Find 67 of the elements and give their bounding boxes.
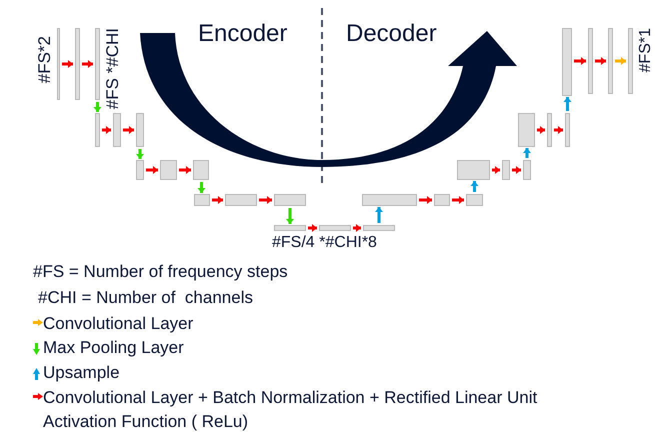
layer-box — [136, 160, 144, 180]
arrow — [212, 196, 223, 204]
legend-text: Convolutional Layer + Batch Normalization + Rectified Linear Unit Activation Function ( ReLu) — [43, 387, 538, 432]
layer-box — [160, 160, 177, 180]
legend-text: Max Pooling Layer — [43, 337, 185, 359]
layer-box — [136, 113, 144, 147]
layer-box — [95, 113, 100, 147]
layer-box — [193, 160, 209, 180]
arrow — [179, 166, 191, 174]
layer-box — [562, 28, 572, 96]
definition-text: #FS = Number of frequency steps — [33, 262, 288, 282]
arrow — [62, 60, 73, 68]
heading: Encoder — [198, 20, 288, 48]
dimension-label: #FS*1 — [637, 28, 654, 72]
dimension-label: #FS/4 *#CHI*8 — [272, 234, 377, 252]
layer-box — [523, 160, 531, 180]
layer-box — [95, 28, 100, 100]
layer-box — [547, 113, 552, 147]
layer-box — [628, 28, 633, 94]
layer-box — [274, 194, 306, 206]
dimension-label: #FS*2 — [36, 36, 53, 84]
arrow — [102, 126, 111, 134]
layer-box — [75, 28, 80, 100]
legend-text: Upsample — [43, 362, 121, 384]
layer-box — [502, 160, 510, 180]
arrow — [470, 181, 478, 192]
layer-box — [194, 194, 210, 206]
arrow — [286, 208, 294, 224]
arrow — [353, 224, 361, 232]
layer-box — [434, 194, 450, 206]
layer-box — [274, 225, 306, 231]
arrow — [574, 57, 586, 65]
layer-box — [457, 160, 490, 180]
arrow — [564, 97, 572, 111]
arrow — [198, 182, 206, 193]
arrow — [492, 166, 500, 174]
layer-box — [57, 28, 60, 100]
arrow — [123, 126, 134, 134]
arrow — [259, 196, 272, 204]
definition-text: #CHI = Number of channels — [38, 288, 253, 308]
legend-text: Convolutional Layer — [43, 313, 194, 335]
layer-box — [588, 28, 593, 94]
arrow — [419, 196, 432, 204]
arrow — [94, 102, 102, 112]
layer-box — [319, 225, 351, 231]
arrow — [452, 196, 464, 204]
arrow — [554, 126, 563, 134]
layer-box — [565, 113, 570, 147]
arrow — [615, 57, 626, 65]
layer-box — [466, 194, 483, 206]
arrow — [512, 166, 521, 174]
arrow — [375, 207, 383, 223]
arrow — [523, 148, 531, 158]
dimension-label: #FS *#CHI — [104, 28, 121, 110]
heading: Decoder — [346, 20, 437, 48]
layer-box — [113, 113, 121, 147]
arrow — [595, 57, 606, 65]
layer-box — [225, 194, 257, 206]
arrow — [537, 126, 545, 134]
layer-box — [362, 194, 417, 206]
arrow — [82, 60, 93, 68]
arrow — [308, 224, 317, 232]
arrow — [146, 166, 158, 174]
layer-box — [608, 28, 613, 94]
layer-box — [518, 113, 535, 147]
layer-box — [363, 225, 395, 231]
arrow — [136, 149, 144, 159]
